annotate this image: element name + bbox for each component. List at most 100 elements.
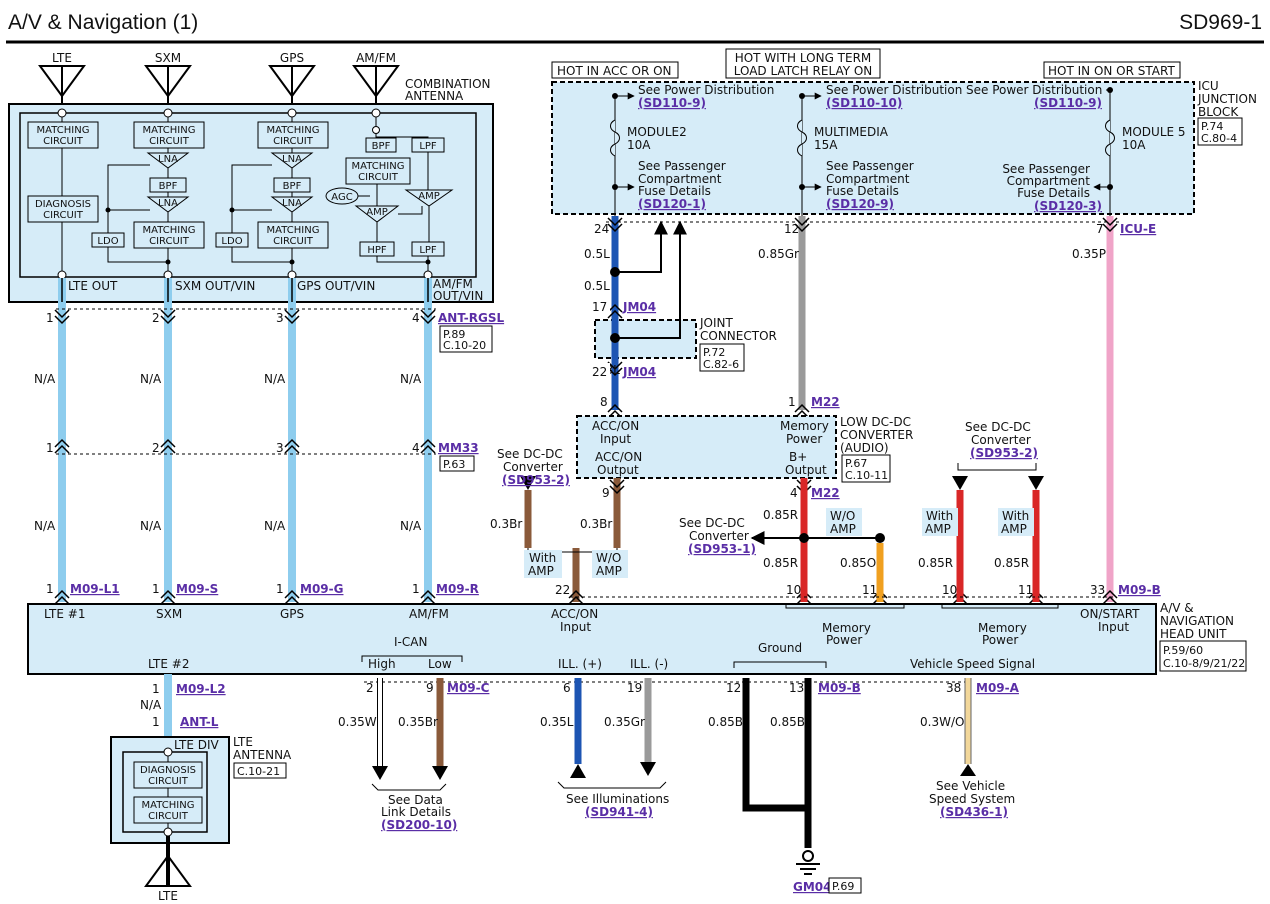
m09-s-connector[interactable]: M09-S bbox=[176, 582, 218, 596]
svg-text:LNA: LNA bbox=[158, 198, 178, 209]
svg-text:BLOCK: BLOCK bbox=[1198, 105, 1239, 119]
svg-text:0.3Br: 0.3Br bbox=[490, 517, 522, 531]
svg-text:Speed System: Speed System bbox=[929, 792, 1015, 806]
svg-text:Link Details: Link Details bbox=[381, 805, 451, 819]
svg-text:AMP: AMP bbox=[925, 522, 951, 536]
svg-text:HEAD UNIT: HEAD UNIT bbox=[1160, 627, 1227, 641]
svg-text:A/V &: A/V & bbox=[1160, 601, 1194, 615]
svg-text:LPF: LPF bbox=[419, 141, 437, 152]
svg-text:P.72: P.72 bbox=[703, 346, 725, 359]
svg-text:AM/FM: AM/FM bbox=[433, 277, 473, 291]
svg-text:C.10-21: C.10-21 bbox=[237, 765, 280, 778]
svg-text:AMP: AMP bbox=[830, 522, 856, 536]
svg-text:See Passenger: See Passenger bbox=[638, 159, 726, 173]
svg-text:(SD110-10)[interactable]: (SD110-10) bbox=[826, 96, 902, 110]
svg-text:(SD110-9)[interactable]: (SD110-9) bbox=[1034, 96, 1102, 110]
svg-text:(SD120-9)[interactable]: (SD120-9) bbox=[826, 197, 894, 211]
m09-l1-connector[interactable]: M09-L1 bbox=[70, 582, 120, 596]
acc-memory-wires: See DC-DC Converter (SD953-2) 9 0.3Br 0.… bbox=[490, 420, 1161, 605]
svg-text:CIRCUIT: CIRCUIT bbox=[273, 236, 314, 247]
power-wires: 0.5L 0.85Gr 0.35P 0.5L 1 JM04 0.3L JM04 … bbox=[584, 216, 1118, 605]
svg-text:12: 12 bbox=[784, 222, 799, 236]
svg-text:GPS: GPS bbox=[280, 607, 304, 621]
svg-text:DIAGNOSIS: DIAGNOSIS bbox=[35, 199, 91, 210]
low-dcdc-converter: ACC/ON Input Memory Power ACC/ON Output … bbox=[576, 415, 913, 483]
dcdc-link-middle[interactable]: (SD953-1) bbox=[688, 542, 756, 556]
icu-e-connector[interactable]: ICU-E bbox=[1120, 222, 1156, 236]
m09-r-connector[interactable]: M09-R bbox=[436, 582, 479, 596]
svg-text:ANTENNA: ANTENNA bbox=[405, 89, 464, 103]
svg-text:P.69: P.69 bbox=[832, 880, 854, 893]
vss-link[interactable]: (SD436-1) bbox=[940, 805, 1008, 819]
svg-text:JOINT: JOINT bbox=[699, 316, 734, 330]
svg-text:See Data: See Data bbox=[388, 793, 443, 807]
svg-text:LNA: LNA bbox=[282, 154, 302, 165]
m22-connector-top[interactable]: M22 bbox=[811, 395, 840, 409]
svg-text:1: 1 bbox=[788, 395, 796, 409]
svg-text:Compartment: Compartment bbox=[638, 172, 722, 186]
svg-text:2: 2 bbox=[152, 311, 160, 325]
svg-text:LTE #1: LTE #1 bbox=[44, 607, 85, 621]
svg-text:C.10-8/9/21/22: C.10-8/9/21/22 bbox=[1163, 657, 1245, 670]
m09-c-connector[interactable]: M09-C bbox=[447, 681, 490, 695]
data-link-link[interactable]: (SD200-10) bbox=[381, 818, 457, 832]
dcdc-link-left[interactable]: (SD953-2) bbox=[502, 473, 570, 487]
svg-text:LTE: LTE bbox=[158, 889, 178, 903]
svg-text:10A: 10A bbox=[1122, 138, 1146, 152]
svg-text:C.10-11: C.10-11 bbox=[845, 469, 888, 482]
svg-text:2: 2 bbox=[152, 441, 160, 455]
svg-text:(SD110-9)[interactable]: (SD110-9) bbox=[638, 96, 706, 110]
dcdc-link-right[interactable]: (SD953-2) bbox=[970, 446, 1038, 460]
svg-text:High: High bbox=[368, 657, 396, 671]
ant-rgsl-connector[interactable]: ANT-RGSL bbox=[438, 311, 504, 325]
m09-l2-connector[interactable]: M09-L2 bbox=[176, 682, 226, 696]
svg-text:MODULE2: MODULE2 bbox=[627, 125, 687, 139]
svg-text:N/A: N/A bbox=[140, 519, 162, 533]
svg-text:33: 33 bbox=[1090, 583, 1105, 597]
svg-text:(SD120-1)[interactable]: (SD120-1) bbox=[638, 197, 706, 211]
svg-text:See Illuminations: See Illuminations bbox=[566, 792, 669, 806]
mm33-connector[interactable]: MM33 bbox=[438, 441, 479, 455]
svg-text:MATCHING: MATCHING bbox=[143, 225, 196, 236]
svg-text:10: 10 bbox=[786, 583, 801, 597]
svg-text:LTE DIV: LTE DIV bbox=[174, 738, 220, 752]
svg-text:See Passenger: See Passenger bbox=[826, 159, 914, 173]
svg-text:0.3Br: 0.3Br bbox=[580, 517, 612, 531]
svg-text:JUNCTION: JUNCTION bbox=[1197, 92, 1257, 106]
svg-text:See DC-DC: See DC-DC bbox=[965, 420, 1031, 434]
m09-a-connector[interactable]: M09-A bbox=[976, 681, 1020, 695]
header: A/V & Navigation (1) SD969-1 bbox=[0, 0, 1270, 44]
svg-text:See Vehicle: See Vehicle bbox=[936, 779, 1005, 793]
m22-connector-bottom[interactable]: M22 bbox=[811, 486, 840, 500]
svg-text:(SD120-3)[interactable]: (SD120-3) bbox=[1034, 199, 1102, 213]
svg-text:SXM OUT/VIN: SXM OUT/VIN bbox=[175, 279, 255, 293]
svg-text:LNA: LNA bbox=[282, 198, 302, 209]
svg-text:N/A: N/A bbox=[400, 372, 422, 386]
m09-b-connector-top[interactable]: M09-B bbox=[1118, 583, 1161, 597]
svg-text:0.85B: 0.85B bbox=[770, 715, 805, 729]
m09-b-connector-bottom[interactable]: M09-B bbox=[818, 681, 861, 695]
m09-g-connector[interactable]: M09-G bbox=[300, 582, 343, 596]
svg-text:CIRCUIT: CIRCUIT bbox=[273, 136, 314, 147]
svg-text:3: 3 bbox=[276, 441, 284, 455]
svg-text:BPF: BPF bbox=[283, 181, 302, 192]
jm04-connector-top[interactable]: JM04 bbox=[622, 300, 656, 314]
svg-text:Fuse Details: Fuse Details bbox=[826, 184, 899, 198]
ant-l-connector[interactable]: ANT-L bbox=[180, 715, 219, 729]
svg-text:9: 9 bbox=[426, 681, 434, 695]
illumination-link[interactable]: (SD941-4) bbox=[585, 805, 653, 819]
svg-text:LPF: LPF bbox=[419, 245, 437, 256]
svg-text:Low: Low bbox=[428, 657, 452, 671]
svg-text:LNA: LNA bbox=[158, 154, 178, 165]
jm04-connector-bottom[interactable]: JM04 bbox=[622, 365, 656, 379]
head-unit: LTE #1 SXM GPS AM/FM ACC/ON Input Memory… bbox=[27, 601, 1247, 675]
gm04-ground-point[interactable]: GM04 bbox=[793, 880, 832, 894]
svg-text:Memory: Memory bbox=[978, 621, 1027, 635]
svg-text:6: 6 bbox=[563, 681, 571, 695]
svg-text:See Passenger: See Passenger bbox=[1002, 162, 1090, 176]
svg-text:0.35Gr: 0.35Gr bbox=[604, 715, 645, 729]
svg-text:CIRCUIT: CIRCUIT bbox=[148, 776, 189, 787]
svg-text:With: With bbox=[1002, 509, 1029, 523]
svg-text:11: 11 bbox=[862, 583, 877, 597]
svg-text:AMP: AMP bbox=[528, 564, 554, 578]
